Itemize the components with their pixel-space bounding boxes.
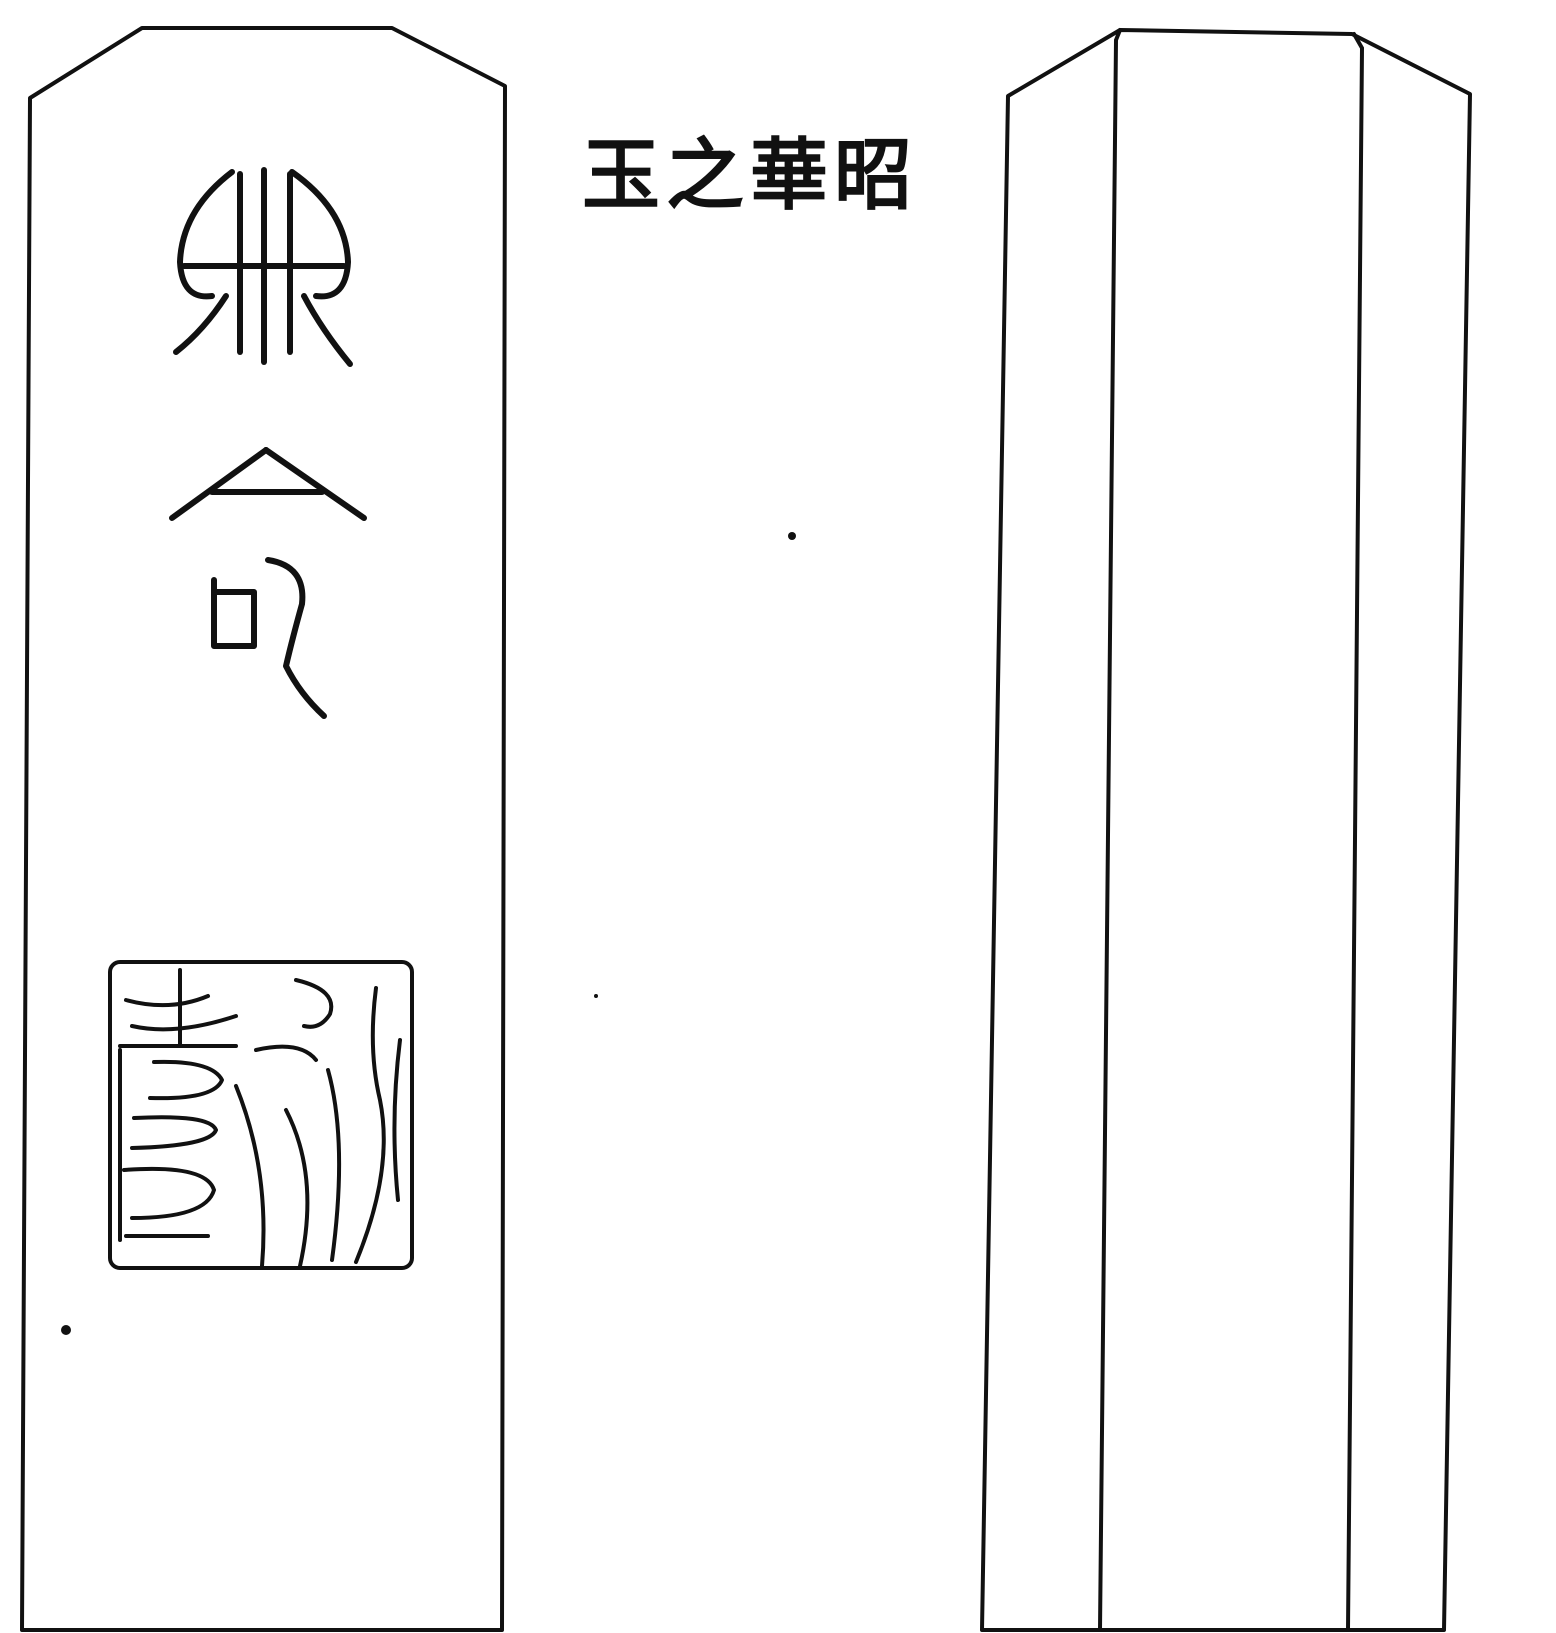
side-view-outline	[980, 28, 1472, 1632]
ink-speck	[594, 994, 598, 998]
ink-stick-side-view	[980, 28, 1472, 1632]
seal: 書 派	[108, 960, 414, 1270]
front-inscription-char-1: 典	[173, 167, 353, 367]
ink-speck	[788, 532, 796, 540]
ink-stick-front-face: 典 命 書	[20, 26, 507, 1632]
front-inscription-char-2: 命	[169, 447, 367, 719]
seal-char-2: 派	[234, 978, 402, 1268]
seal-char-1	[118, 968, 238, 1242]
side-edge-left	[1098, 28, 1122, 1632]
side-edge-right	[1346, 32, 1365, 1632]
caption-text: 玉之華昭	[582, 130, 918, 221]
seal-frame	[108, 960, 414, 1270]
ink-speck	[61, 1325, 71, 1335]
